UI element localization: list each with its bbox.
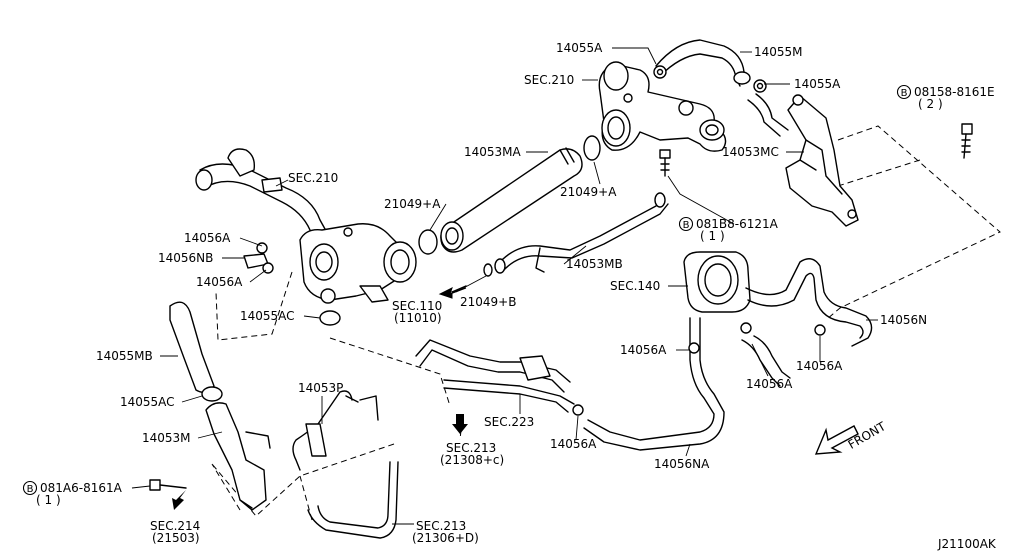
label-sec110-sub: (11010): [394, 311, 442, 325]
arrow-sec213: [452, 414, 468, 434]
bolt-081B8: [659, 149, 671, 177]
pipe-14053M: [205, 402, 271, 511]
label-14055MB: 14055MB: [96, 349, 153, 363]
oring-21049A-right: [583, 135, 601, 161]
label-081A6-qty: ( 1 ): [36, 493, 61, 507]
hose-14055MB: [169, 301, 215, 393]
leader-lines: [131, 47, 878, 525]
svg-text:B: B: [901, 88, 908, 99]
bolt-08158: [961, 123, 973, 159]
part-labels: 14055A 14055M SEC.210 14055A 08158-8161E…: [36, 41, 997, 551]
arrow-sec214: [172, 490, 186, 510]
label-081A6-8161A: 081A6-8161A: [40, 481, 123, 495]
label-14055M: 14055M: [754, 45, 803, 59]
hose-sec210-left: [195, 148, 331, 245]
svg-text:B: B: [683, 220, 690, 231]
oring-21049B: [483, 263, 493, 277]
hose-14055M: [655, 39, 751, 87]
thermostat-housing: [299, 223, 417, 304]
label-081B8-6121A: 081B8-6121A: [696, 217, 779, 231]
label-14053MB: 14053MB: [566, 257, 623, 271]
label-14056A-a: 14056A: [184, 231, 231, 245]
clamp-14056A-e: [814, 324, 826, 336]
clamp-14055AC-b: [201, 386, 223, 402]
label-14056A-b: 14056A: [196, 275, 243, 289]
label-081B8-qty: ( 1 ): [700, 229, 725, 243]
label-14056A-d: 14056A: [746, 377, 793, 391]
label-sec214-sub: (21503): [152, 531, 200, 545]
clamp-14055A-right: [753, 79, 767, 93]
label-14055A-top: 14055A: [556, 41, 603, 55]
label-14056NB: 14056NB: [158, 251, 213, 265]
label-14053MA: 14053MA: [464, 145, 522, 159]
label-14056A-f: 14056A: [550, 437, 597, 451]
label-21049A-left: 21049+A: [384, 197, 441, 211]
bolt-symbol-08158: B: [896, 84, 912, 100]
label-sec214: SEC.214: [150, 519, 200, 533]
label-08158-8161E: 08158-8161E: [914, 85, 995, 99]
clamp-14056A-c: [688, 342, 700, 354]
label-sec140: SEC.140: [610, 279, 660, 293]
label-sec213-b-sub: (21306+D): [412, 531, 479, 545]
water-outlet-upper: [598, 61, 727, 152]
label-14055A-right: 14055A: [794, 77, 841, 91]
label-21049B: 21049+B: [460, 295, 516, 309]
bolt-symbol-081A6: B: [22, 480, 38, 496]
label-sec213-b: SEC.213: [416, 519, 466, 533]
svg-text:B: B: [27, 484, 34, 495]
label-sec213-a: SEC.213: [446, 441, 496, 455]
clamp-14055AC-a: [319, 310, 341, 326]
label-14056A-c: 14056A: [620, 343, 667, 357]
throttle-body-sec140: [683, 251, 751, 313]
bolt-081A6: [149, 479, 187, 491]
reference-dashed-lines: [211, 125, 1001, 521]
label-14053P: 14053P: [298, 381, 343, 395]
arrow-sec110: [438, 285, 467, 299]
pipe-14053MB: [494, 192, 669, 274]
label-sec213-a-sub: (21308+c): [440, 453, 504, 467]
oring-21049A-left: [418, 229, 438, 255]
bolt-symbol-081B8: B: [678, 216, 694, 232]
front-arrow-icon: [814, 425, 859, 455]
clamp-14056A-f: [572, 404, 584, 416]
label-sec210-top: SEC.210: [524, 73, 574, 87]
label-14056A-e: 14056A: [796, 359, 843, 373]
diagram-code: J21100AK: [937, 537, 997, 551]
hose-14053P: [292, 390, 379, 471]
hose-sec213-lower: [307, 461, 399, 539]
label-08158-qty: ( 2 ): [918, 97, 943, 111]
bracket-14053MC: [785, 94, 859, 227]
label-21049A-right: 21049+A: [560, 185, 617, 199]
clamp-14055A-top: [653, 65, 667, 79]
label-14056N: 14056N: [880, 313, 927, 327]
pipe-sec223: [415, 339, 575, 413]
label-front: FRONT: [846, 419, 889, 452]
clamp-14056A-d: [740, 322, 752, 334]
label-14053MC: 14053MC: [722, 145, 779, 159]
pipe-14053MA: [440, 147, 583, 253]
label-14055AC-a: 14055AC: [240, 309, 295, 323]
label-sec210-left: SEC.210: [288, 171, 338, 185]
label-14055AC-b: 14055AC: [120, 395, 175, 409]
label-sec223: SEC.223: [484, 415, 534, 429]
hose-14056NA: [583, 317, 725, 451]
hose-stub-right: [747, 93, 789, 137]
label-14056NA: 14056NA: [654, 457, 710, 471]
label-14053M: 14053M: [142, 431, 191, 445]
label-sec110: SEC.110: [392, 299, 442, 313]
